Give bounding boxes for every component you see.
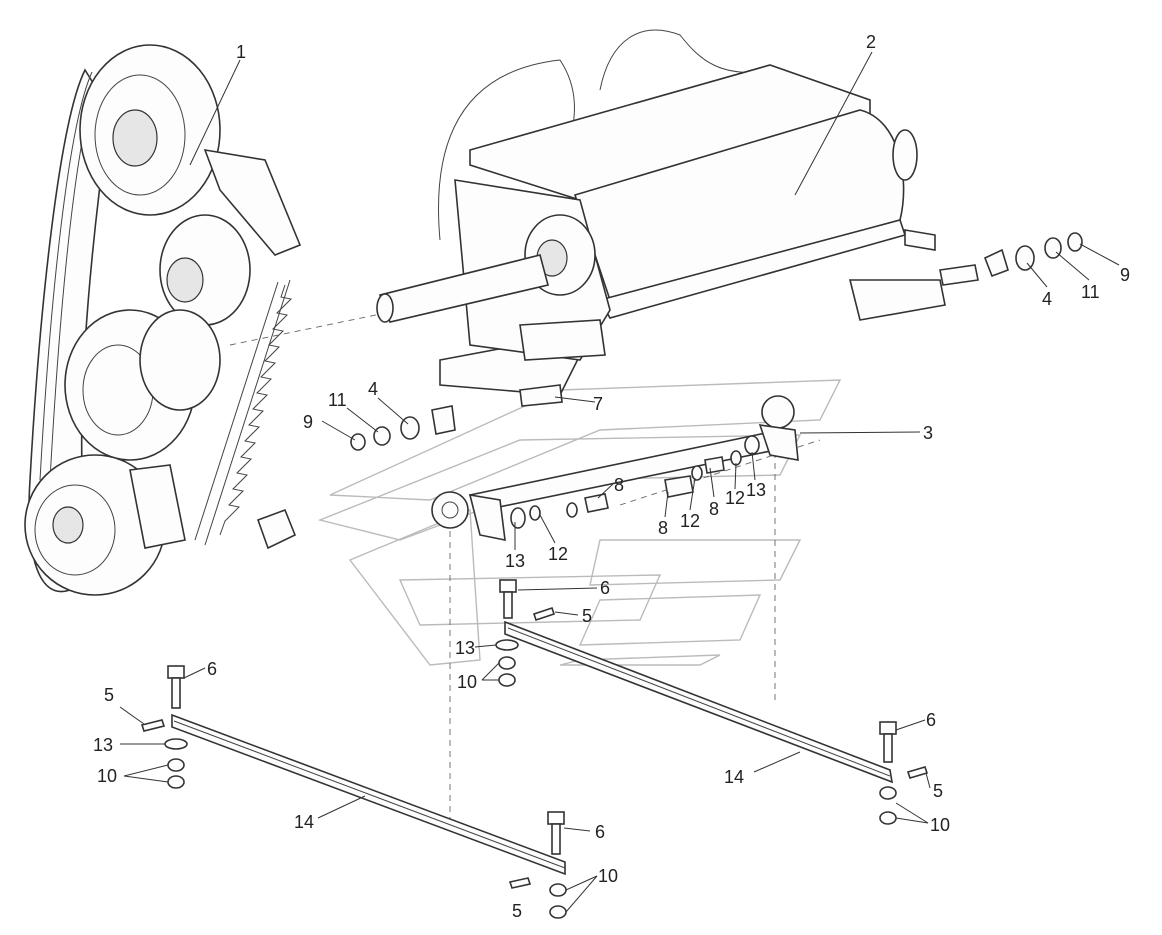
callout-label: 14 [294,812,314,832]
callout-label: 13 [93,735,113,755]
leader-lines [119,51,1120,913]
left-sprocket [431,491,469,529]
watermark-logo [317,379,842,666]
lower-chain [171,713,566,876]
callout-label: 5 [933,781,943,801]
callout-label: 7 [593,394,603,414]
callout-label: 9 [303,412,313,432]
callout-label: 6 [600,578,610,598]
bolt-6-right [879,721,897,763]
shock-absorber [519,319,606,361]
bolt-6-bottom [547,811,565,855]
callout-label: 10 [457,672,477,692]
pins-5 [140,606,929,889]
callout-label: 10 [598,866,618,886]
callout-label: 14 [724,767,744,787]
callout-label: 9 [1120,265,1130,285]
callout-label: 4 [1042,289,1052,309]
tension-spring [219,284,293,536]
callout-label: 5 [582,606,592,626]
alignment-lines [229,309,821,820]
callout-label: 4 [368,379,378,399]
drum-housing-assembly [376,29,946,396]
callout-label: 10 [97,766,117,786]
callout-label: 6 [595,822,605,842]
tensioner-arm [203,148,302,256]
callout-label: 11 [328,390,347,410]
callout-label: 12 [548,544,568,564]
left-fastener-group [350,384,563,451]
upper-chain [504,620,894,784]
callout-label: 5 [104,685,114,705]
callout-label: 11 [1081,282,1100,302]
belt-drive-assembly [24,44,302,596]
sprocket-shaft-assembly [431,395,799,542]
right-fastener-group [939,232,1083,286]
callout-label: 10 [930,815,950,835]
callout-label: 2 [866,32,876,52]
callout-label: 8 [658,518,668,538]
callout-label: 5 [512,901,522,921]
callout-label: 8 [614,475,624,495]
washers-and-nuts [164,639,897,919]
callout-label: 13 [746,480,766,500]
bolt-6-upper [499,579,517,619]
callout-label: 12 [680,511,700,531]
callout-labels: 1 2 3 4 4 5 5 5 5 6 6 6 6 7 8 8 8 9 9 10… [93,32,1130,921]
callout-label: 8 [709,499,719,519]
callout-label: 13 [455,638,475,658]
right-sprocket [761,395,795,429]
callout-label: 12 [725,488,745,508]
bolt-6-left [167,665,185,709]
callout-label: 6 [207,659,217,679]
callout-label: 6 [926,710,936,730]
callout-label: 13 [505,551,525,571]
callout-label: 3 [923,423,933,443]
callout-label: 1 [236,42,246,62]
